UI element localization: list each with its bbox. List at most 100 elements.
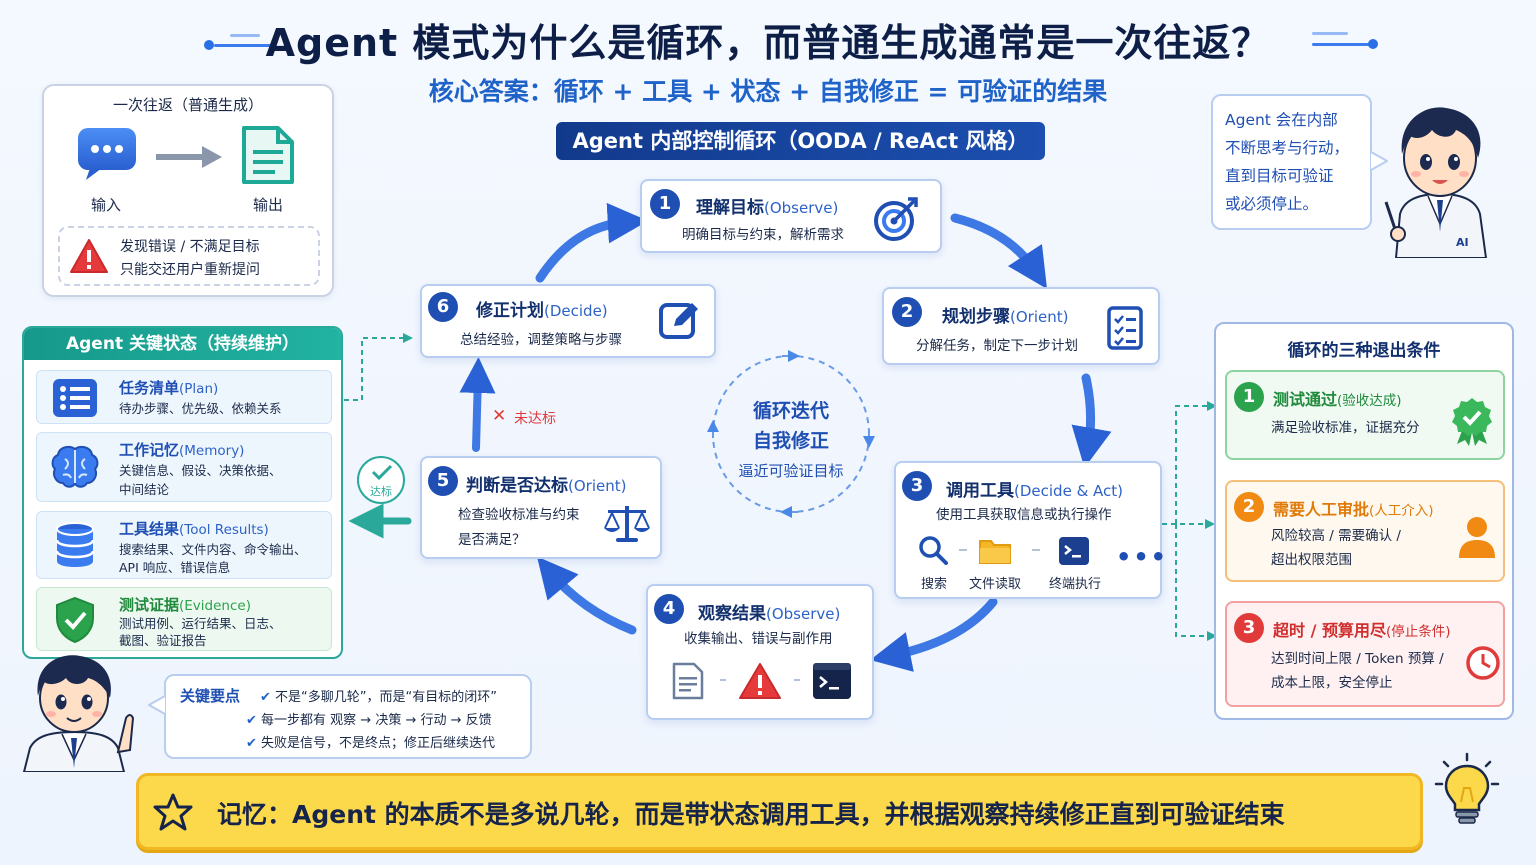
key-point-2: ✔ 每一步都有 观察 → 决策 → 行动 → 反馈 — [246, 713, 492, 728]
warning-icon — [70, 239, 108, 273]
loop-center-line-1: 循环迭代 — [752, 400, 829, 422]
bubble-tail — [148, 695, 166, 715]
step-card-1: 1 理解目标(Observe) 明确目标与约束，解析需求 — [640, 179, 942, 253]
agent-bubble-line-2: 不断思考与行动， — [1225, 139, 1350, 157]
step-title: 判断是否达标(Orient) — [466, 476, 627, 496]
terminal-icon — [813, 663, 851, 699]
step-card-6: 6 修正计划(Decide) 总结经验，调整策略与步骤 — [420, 284, 716, 358]
arrow-right-icon — [156, 146, 222, 168]
state-item-desc-2: 截图、验证报告 — [119, 633, 207, 648]
scale-icon — [604, 506, 650, 542]
exit-badge: 1 — [1234, 382, 1264, 412]
output-label: 输出 — [252, 196, 283, 214]
step-badge: 6 — [428, 292, 458, 322]
step-title: 观察结果(Observe) — [698, 604, 841, 624]
exit-badge: 3 — [1234, 613, 1264, 643]
agent-bubble-line-4: 或必须停止。 — [1225, 195, 1319, 213]
more-icon: ••• — [1116, 543, 1169, 571]
warning-box: 发现错误 / 不满足目标 只能交还用户重新提问 — [58, 226, 320, 286]
met-badge: 达标 — [357, 456, 405, 504]
check-icon: ✔ — [260, 690, 271, 705]
not-met-x-icon: ✕ — [492, 406, 507, 426]
state-item-desc: 待办步骤、优先级、依赖关系 — [119, 401, 282, 416]
tool-label-search: 搜索 — [920, 577, 947, 592]
state-item-desc-2: API 响应、错误信息 — [119, 560, 231, 575]
agent-speech-bubble: Agent 会在内部 不断思考与行动， 直到目标可验证 或必须停止。 — [1211, 94, 1372, 230]
tool-label-terminal: 终端执行 — [1048, 577, 1101, 592]
state-panel: Agent 关键状态（持续维护） 任务清单(Plan) 待办步骤、优先级、依赖关… — [22, 326, 343, 659]
check-icon: ✔ — [246, 713, 257, 728]
step-title: 规划步骤(Orient) — [942, 307, 1069, 327]
list-icon — [53, 379, 97, 417]
exit-item-timeout-budget: 3 超时 / 预算用尽(停止条件) 达到时间上限 / Token 预算 / 成本… — [1225, 601, 1505, 707]
shield-check-icon — [56, 596, 94, 644]
state-item-evidence: 测试证据(Evidence) 测试用例、运行结果、日志、 截图、验证报告 — [36, 587, 332, 651]
step-card-2: 2 规划步骤(Orient) 分解任务，制定下一步计划 — [882, 287, 1160, 365]
warning-line-1: 发现错误 / 不满足目标 — [120, 239, 260, 255]
state-item-title: 任务清单(Plan) — [119, 379, 219, 397]
star-icon — [153, 793, 193, 831]
state-item-title: 工具结果(Tool Results) — [119, 520, 269, 538]
avatar-scientist-icon — [22, 655, 135, 772]
state-item-title: 工作记忆(Memory) — [119, 441, 245, 459]
exit-item-human-approval: 2 需要人工审批(人工介入) 风险较高 / 需要确认 / 超出权限范围 — [1225, 480, 1505, 582]
exit-title: 测试通过(验收达成) — [1273, 390, 1402, 409]
step-badge: 2 — [892, 297, 922, 327]
step-badge: 3 — [902, 471, 932, 501]
brain-icon — [51, 446, 99, 488]
database-icon — [55, 522, 95, 567]
tool-separator — [959, 549, 967, 551]
state-item-desc-1: 测试用例、运行结果、日志、 — [119, 616, 282, 631]
exit-desc-2: 成本上限，安全停止 — [1271, 675, 1393, 691]
terminal-icon — [1059, 537, 1089, 565]
step-card-5: 5 判断是否达标(Orient) 检查验收标准与约束 是否满足？ — [420, 456, 662, 559]
page-subtitle: 核心答案：循环 + 工具 + 状态 + 自我修正 = 可验证的结果 — [428, 77, 1108, 106]
document-icon — [672, 662, 704, 700]
step-title: 理解目标(Observe) — [696, 198, 839, 218]
loop-center-line-3: 逼近可验证目标 — [738, 462, 844, 480]
light-bulb-icon — [1434, 752, 1500, 824]
state-item-desc-1: 搜索结果、文件内容、命令输出、 — [119, 542, 307, 557]
step-desc: 分解任务，制定下一步计划 — [916, 338, 1078, 354]
observe-separator — [794, 679, 800, 681]
one-way-box: 一次往返（普通生成） 输入 输出 发现错误 / 不满足目标 只能交还用户重新提问 — [42, 84, 334, 297]
exit-item-tests-pass: 1 测试通过(验收达成) 满足验收标准，证据充分 — [1225, 370, 1505, 460]
bubble-tail — [1370, 151, 1388, 171]
step-desc: 总结经验，调整策略与步骤 — [460, 332, 622, 348]
step-badge: 4 — [654, 594, 684, 624]
exit-title: 需要人工审批(人工介入) — [1273, 500, 1434, 519]
step-title: 修正计划(Decide) — [476, 301, 608, 321]
check-icon: ✔ — [246, 736, 257, 751]
target-icon — [874, 197, 918, 241]
exit-desc-1: 风险较高 / 需要确认 / — [1271, 528, 1401, 544]
loop-center-line-2: 自我修正 — [752, 430, 829, 452]
chat-bubble-icon — [78, 128, 136, 180]
agent-bubble-line-1: Agent 会在内部 — [1225, 111, 1338, 129]
step-desc: 使用工具获取信息或执行操作 — [936, 507, 1112, 523]
footer-text: 记忆：Agent 的本质不是多说几轮，而是带状态调用工具，并根据观察持续修正直到… — [217, 800, 1285, 829]
step-title: 调用工具(Decide & Act) — [946, 481, 1124, 501]
badge-check-icon — [1452, 398, 1492, 446]
exit-panel-title: 循环的三种退出条件 — [1287, 341, 1441, 361]
step-card-4: 4 观察结果(Observe) 收集输出、错误与副作用 — [646, 584, 874, 720]
clock-icon — [1466, 646, 1500, 680]
step-badge: 5 — [428, 466, 458, 496]
observe-separator — [720, 679, 726, 681]
met-label: 达标 — [370, 485, 392, 498]
agent-bubble-line-3: 直到目标可验证 — [1225, 167, 1334, 185]
step-card-3: 3 调用工具(Decide & Act) 使用工具获取信息或执行操作 ••• 搜… — [894, 461, 1166, 599]
person-icon — [1459, 517, 1495, 558]
state-panel-title: Agent 关键状态（持续维护） — [24, 328, 341, 360]
state-item-memory: 工作记忆(Memory) 关键信息、假设、决策依据、 中间结论 — [36, 432, 332, 502]
decor-dot — [204, 40, 214, 50]
tool-separator — [1032, 549, 1040, 551]
tool-label-file: 文件读取 — [968, 577, 1021, 592]
state-item-tool-results: 工具结果(Tool Results) 搜索结果、文件内容、命令输出、 API 响… — [36, 511, 332, 579]
step-desc-2: 是否满足？ — [458, 532, 526, 548]
page-title: Agent 模式为什么是循环，而普通生成通常是一次往返？ — [265, 21, 1271, 65]
state-item-desc-2: 中间结论 — [119, 482, 170, 497]
decor-line — [214, 44, 272, 47]
exit-title: 超时 / 预算用尽(停止条件) — [1273, 621, 1451, 640]
check-icon — [371, 464, 393, 480]
